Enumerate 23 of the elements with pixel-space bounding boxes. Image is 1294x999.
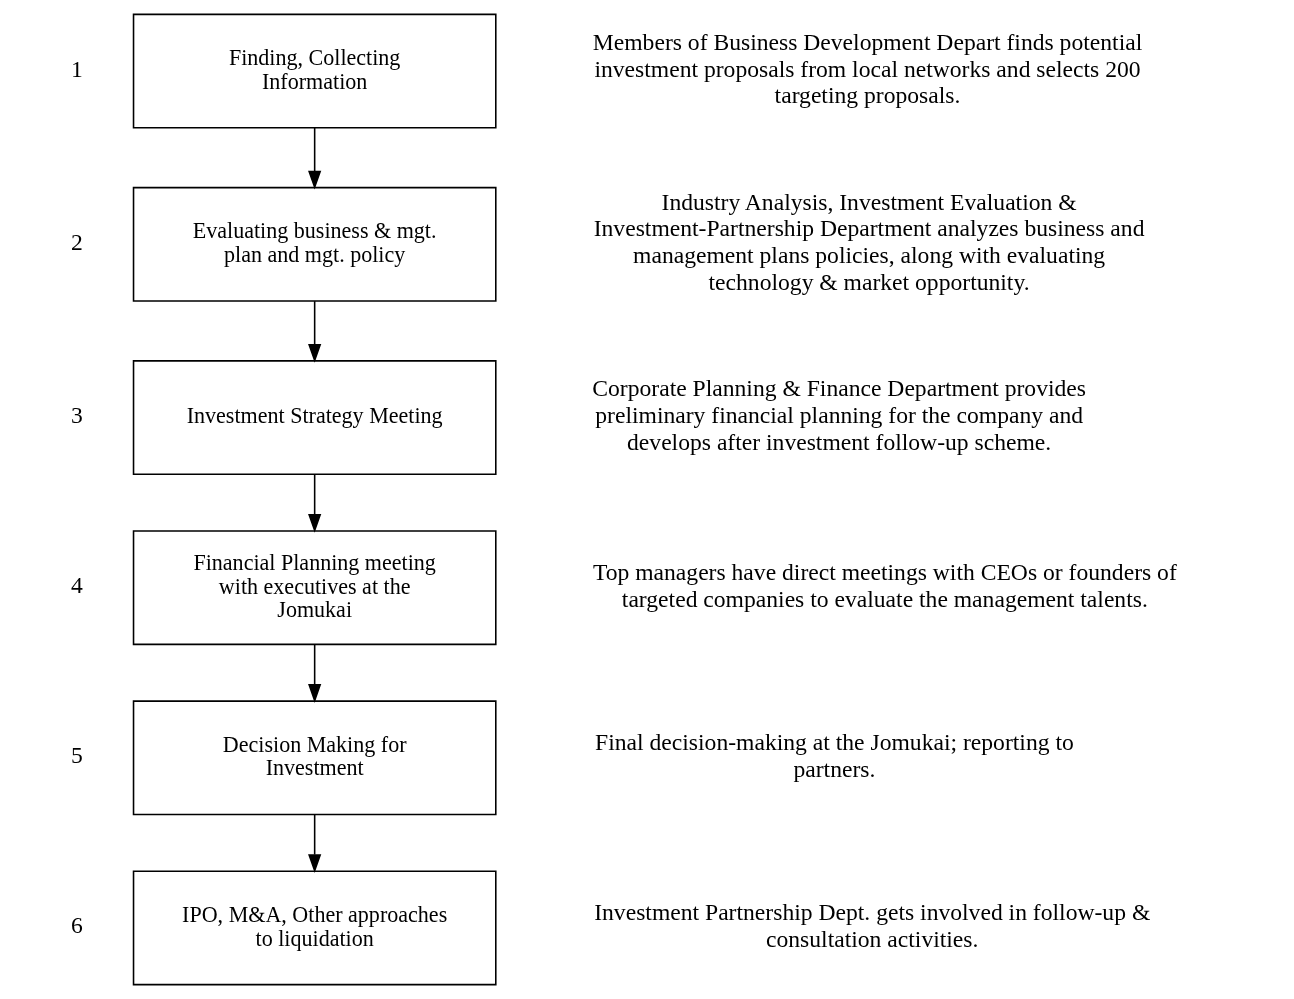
arrow xyxy=(308,300,322,363)
node-label: 4 xyxy=(70,572,83,599)
node-box: Investment Strategy Meeting xyxy=(132,360,497,476)
label: Investment Partnership Dept. gets involved in follow-up & consultation activities. xyxy=(594,899,1151,952)
arrow xyxy=(308,813,322,874)
node-label: 5 xyxy=(70,742,83,769)
label: Final decision-making at the Jomukai; reporting to partners. xyxy=(595,728,1074,782)
label: Industry Analysis, Investment Evaluation & Investment-Partnership Department analyzes business and management plans policies, along with evaluating technology & market opportunity. xyxy=(593,188,1145,296)
node-box: Finding, Collecting Information xyxy=(132,13,497,129)
arrow xyxy=(308,643,322,703)
node-box: IPO, M&A, Other approaches to liquidation xyxy=(132,870,497,986)
node-label: 6 xyxy=(70,912,83,939)
label: Corporate Planning & Finance Department provides preliminary financial planning for the company and develops after investment follow-up scheme. xyxy=(592,375,1087,455)
arrow xyxy=(308,127,322,190)
arrow xyxy=(308,473,322,533)
node-label: 2 xyxy=(70,228,83,255)
node-label: 1 xyxy=(70,55,83,82)
label: Members of Business Development Depart finds potential investment proposals from local networks and selects 200 targeting proposals. xyxy=(592,28,1143,109)
node-box: Financial Planning meeting with executives at the Jomukai xyxy=(132,530,497,646)
node-label: 3 xyxy=(70,402,83,429)
label: Top managers have direct meetings with CEOs or founders of targeted companies to evaluate the management talents. xyxy=(592,558,1177,612)
node-box: Evaluating business & mgt. plan and mgt. policy xyxy=(132,186,497,302)
node-box: Decision Making for Investment xyxy=(132,700,497,816)
